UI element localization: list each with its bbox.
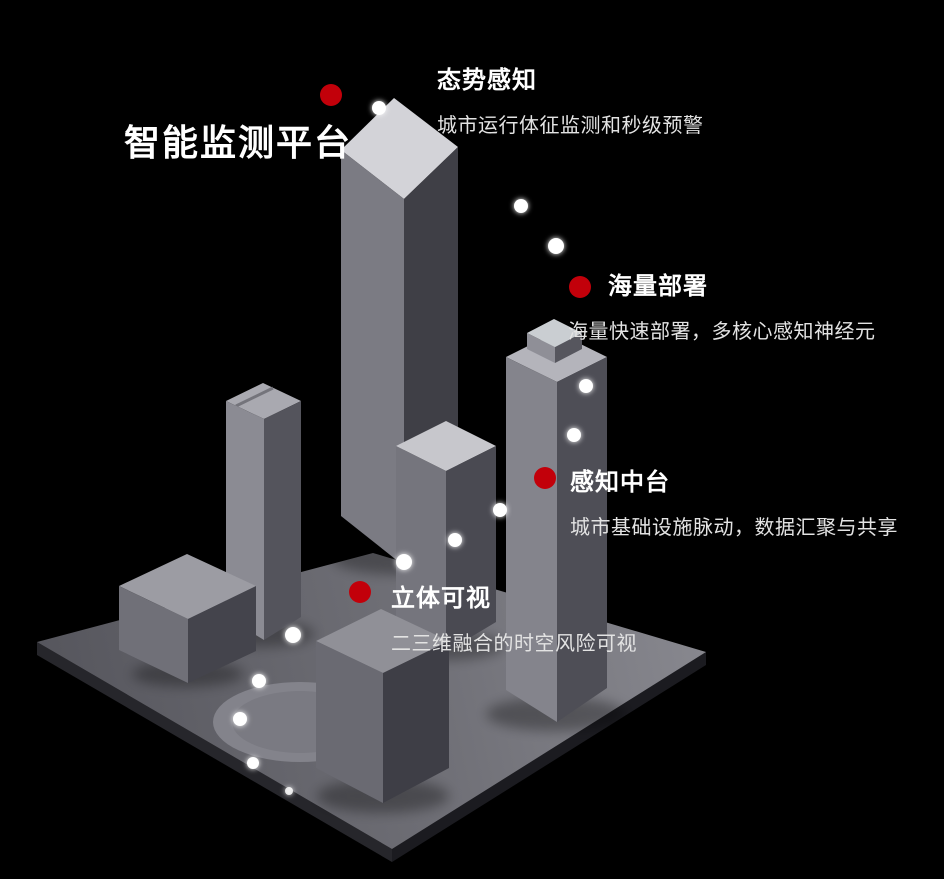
tower-right-right-face (557, 357, 607, 722)
callout-massive-deployment: 海量部署 海量快速部署，多核心感知神经元 (568, 266, 876, 344)
tower-right-cap-right-face (555, 333, 582, 363)
platform-side-left (37, 642, 392, 862)
trail-dot (396, 554, 412, 570)
tower-right-left-face (506, 357, 557, 722)
building-front-top-face (316, 609, 449, 673)
trail-dot (372, 101, 386, 115)
callout-title: 态势感知 (437, 67, 537, 94)
marker-deployment (569, 276, 591, 298)
callout-subtitle: 二三维融合的时空风险可视 (391, 633, 637, 655)
tower-main-left-face (341, 150, 404, 566)
building-front-left-face (316, 641, 383, 803)
callout-title: 立体可视 (391, 585, 491, 612)
tower-right-cap-top-face (527, 319, 582, 347)
callout-3d-visualization: 立体可视 二三维融合的时空风险可视 (391, 578, 637, 656)
callout-title: 感知中台 (570, 469, 670, 496)
callout-perception-platform: 感知中台 城市基础设施脉动，数据汇聚与共享 (570, 462, 898, 540)
marker-visualization (349, 581, 371, 603)
tower-left-top-face (226, 383, 301, 419)
callout-subtitle: 海量快速部署，多核心感知神经元 (568, 321, 876, 343)
callout-markers (320, 84, 591, 603)
tower-left-right-face (264, 401, 301, 640)
trail-dot (233, 712, 247, 726)
trail-dot (579, 379, 593, 393)
building-center-right-face (446, 446, 496, 652)
tower-left-top-groove (235, 386, 274, 408)
marker-platform-title (320, 84, 342, 106)
callout-subtitle: 城市基础设施脉动，数据汇聚与共享 (570, 517, 898, 539)
building-center-left-face (396, 446, 446, 652)
building-low-left-right-face (188, 586, 256, 683)
callout-title: 海量部署 (608, 273, 708, 300)
callout-subtitle: 城市运行体征监测和秒级预警 (437, 115, 704, 137)
building-low-left-left-face (119, 586, 188, 683)
trail-dot (548, 238, 564, 254)
building-low-left (119, 554, 256, 683)
tower-main-top-face (341, 98, 458, 199)
trail-dot (252, 674, 266, 688)
marker-middle-platform (534, 467, 556, 489)
building-center (396, 421, 496, 652)
trail-dot (285, 787, 293, 795)
tower-left (226, 383, 301, 640)
building-low-left-top-face (119, 554, 256, 619)
trail-dots (233, 101, 593, 795)
tower-right (506, 319, 607, 722)
platform-side-right (392, 652, 706, 862)
trail-dot (448, 533, 462, 547)
page-title: 智能监测平台 (124, 122, 353, 163)
building-front-right-face (383, 641, 449, 803)
building-front (316, 609, 449, 803)
callout-situational-awareness: 态势感知 城市运行体征监测和秒级预警 (437, 60, 704, 138)
trail-dot (247, 757, 259, 769)
tower-right-cap-left-face (527, 333, 555, 363)
trail-dot (493, 503, 507, 517)
trail-dot (285, 627, 301, 643)
trail-dot (567, 428, 581, 442)
trail-dot (514, 199, 528, 213)
